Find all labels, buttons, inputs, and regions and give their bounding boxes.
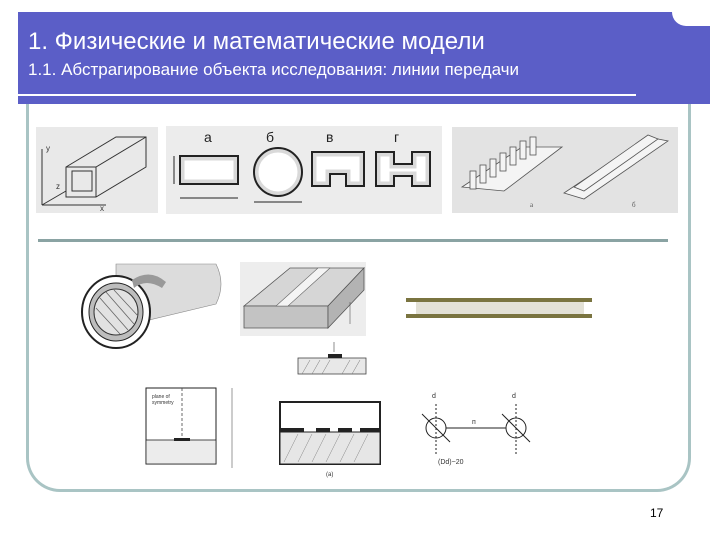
label-b: б — [266, 129, 274, 145]
svg-text:(a): (a) — [326, 472, 333, 478]
svg-text:x: x — [100, 204, 104, 213]
stripline-cross-section-figure — [294, 338, 370, 380]
coupled-microstrip-figure: (a) — [276, 398, 384, 478]
svg-text:z: z — [56, 182, 60, 191]
header-rule — [18, 94, 636, 96]
svg-text:plane of: plane of — [152, 394, 170, 400]
label-a: а — [204, 129, 212, 145]
header-bar — [18, 12, 710, 104]
parallel-plate-line-figure — [406, 296, 592, 320]
coaxial-cable-figure — [76, 258, 226, 354]
comb-label-a: а — [530, 201, 534, 209]
svg-text:d: d — [432, 393, 436, 400]
label-g: г — [394, 129, 399, 145]
coupled-wires-caption: (Dd)~20 — [438, 459, 464, 466]
page-number: 17 — [650, 506, 664, 520]
svg-text:symmetry: symmetry — [152, 400, 174, 406]
svg-text:d: d — [512, 393, 516, 400]
content-frame — [26, 104, 691, 492]
label-v: в — [326, 129, 333, 145]
slide-title: 1. Физические и математические модели — [28, 28, 485, 55]
microstrip-block-figure — [240, 262, 366, 336]
comb-label-b: б — [632, 201, 636, 209]
symmetry-plane-diagram-figure: plane of symmetry — [128, 382, 244, 476]
coupled-wires-figure: d d п (Dd)~20 — [410, 384, 540, 468]
waveguide-cross-sections-figure: а б в г — [166, 126, 442, 214]
svg-text:y: y — [46, 144, 50, 153]
comb-guides-figure: а б — [452, 127, 678, 213]
svg-text:п: п — [472, 419, 476, 426]
header-corner — [672, 12, 710, 26]
slide-subtitle: 1.1. Абстрагирование объекта исследовани… — [28, 60, 519, 79]
rectangular-waveguide-figure: y x z — [36, 127, 158, 213]
content-divider — [38, 239, 668, 242]
